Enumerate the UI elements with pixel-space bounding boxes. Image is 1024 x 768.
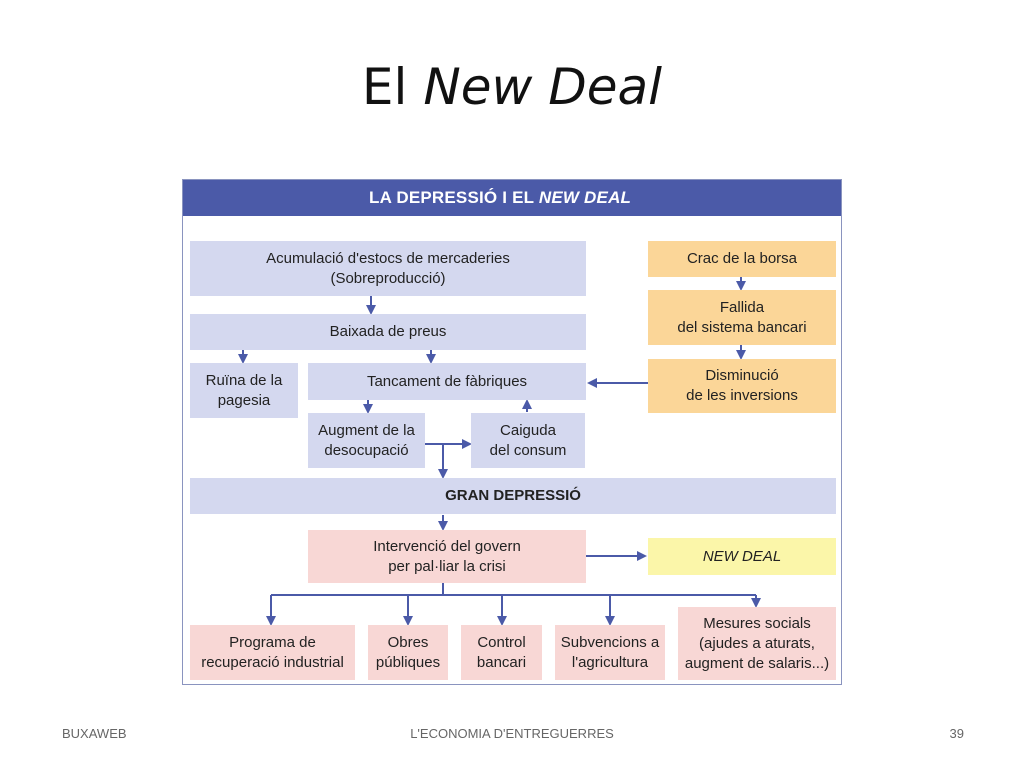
slide-title: El New Deal: [0, 62, 1024, 112]
node-new-deal: NEW DEAL: [648, 538, 836, 575]
node-ruina-pagesia: Ruïna de la pagesia: [190, 363, 298, 418]
title-italic: New Deal: [423, 58, 663, 116]
node-augment-desocupacio: Augment de la desocupació: [308, 413, 425, 468]
node-control-bancari: Control bancari: [461, 625, 542, 680]
node-obres-publiques: Obres públiques: [368, 625, 448, 680]
node-mesures-socials: Mesures socials (ajudes a aturats, augme…: [678, 607, 836, 680]
node-intervencio-govern: Intervenció del govern per pal·liar la c…: [308, 530, 586, 583]
diagram-header-italic: NEW DEAL: [538, 188, 632, 207]
footer-page-number: 39: [949, 726, 964, 741]
footer-center: L'ECONOMIA D'ENTREGUERRES: [410, 726, 614, 741]
new-deal-diagram: LA DEPRESSIÓ I EL NEW DEAL: [182, 179, 842, 685]
title-plain: El: [361, 58, 408, 116]
node-disminucio-inversions: Disminució de les inversions: [648, 359, 836, 413]
node-fallida-bancari: Fallida del sistema bancari: [648, 290, 836, 345]
node-acumulacio: Acumulació d'estocs de mercaderies (Sobr…: [190, 241, 586, 296]
diagram-header: LA DEPRESSIÓ I EL NEW DEAL: [183, 180, 841, 216]
node-tancament-fabriques: Tancament de fàbriques: [308, 363, 586, 400]
node-subvencions-agricultura: Subvencions a l'agricultura: [555, 625, 665, 680]
node-programa-recuperacio: Programa de recuperació industrial: [190, 625, 355, 680]
node-baixada-preus: Baixada de preus: [190, 314, 586, 350]
node-caiguda-consum: Caiguda del consum: [471, 413, 585, 468]
diagram-header-plain: LA DEPRESSIÓ I EL: [369, 188, 534, 207]
node-crac-borsa: Crac de la borsa: [648, 241, 836, 277]
node-gran-depressio: GRAN DEPRESSIÓ: [190, 478, 836, 514]
footer-left: BUXAWEB: [62, 726, 127, 741]
diagram-arrows: [238, 277, 761, 626]
